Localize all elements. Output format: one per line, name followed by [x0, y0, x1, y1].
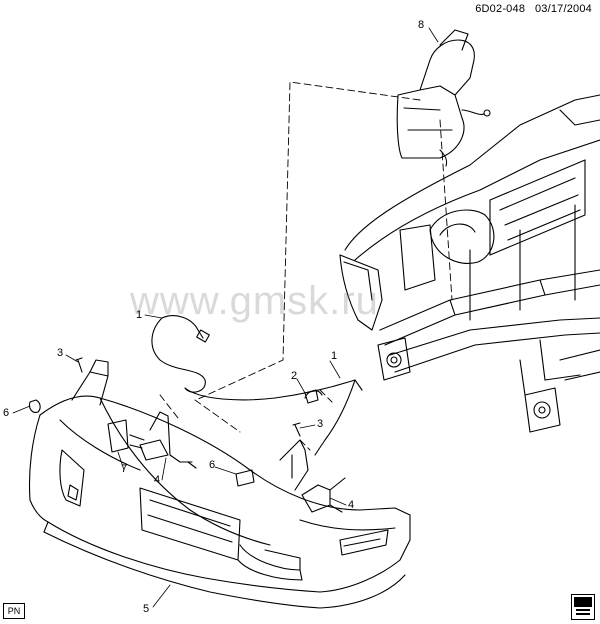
diagram-header: 6D02-048 03/17/2004	[475, 3, 592, 15]
wiring-harness	[151, 315, 363, 456]
callout-leaders	[12, 27, 439, 608]
callout-8: 8	[418, 19, 425, 31]
vehicle-front-structure	[339, 94, 600, 433]
callout-2: 2	[291, 370, 298, 382]
right-bracket-sensor	[279, 439, 346, 513]
fasteners	[28, 357, 319, 487]
callout-1: 1	[136, 309, 143, 321]
diagram-date: 03/17/2004	[534, 3, 592, 15]
manufacturer-logo	[571, 594, 595, 620]
diagram-id: 6D02-048	[475, 3, 526, 15]
front-bumper-fascia	[28, 359, 411, 609]
callout-5: 5	[143, 603, 150, 615]
logo-icon	[574, 597, 592, 615]
leader-lines	[159, 81, 453, 451]
callout-7: 7	[121, 463, 128, 475]
pn-label: PN	[3, 603, 25, 619]
callout-3: 3	[57, 347, 64, 359]
callout-6: 6	[209, 459, 216, 471]
callout-1: 1	[331, 350, 338, 362]
callout-3: 3	[317, 418, 324, 430]
callout-4: 4	[348, 499, 355, 511]
callout-6: 6	[3, 407, 10, 419]
left-bracket-sensor	[107, 411, 197, 469]
washer-reservoir	[396, 29, 491, 167]
watermark: www.gmsk.ru	[130, 279, 379, 323]
callout-4: 4	[154, 474, 161, 486]
